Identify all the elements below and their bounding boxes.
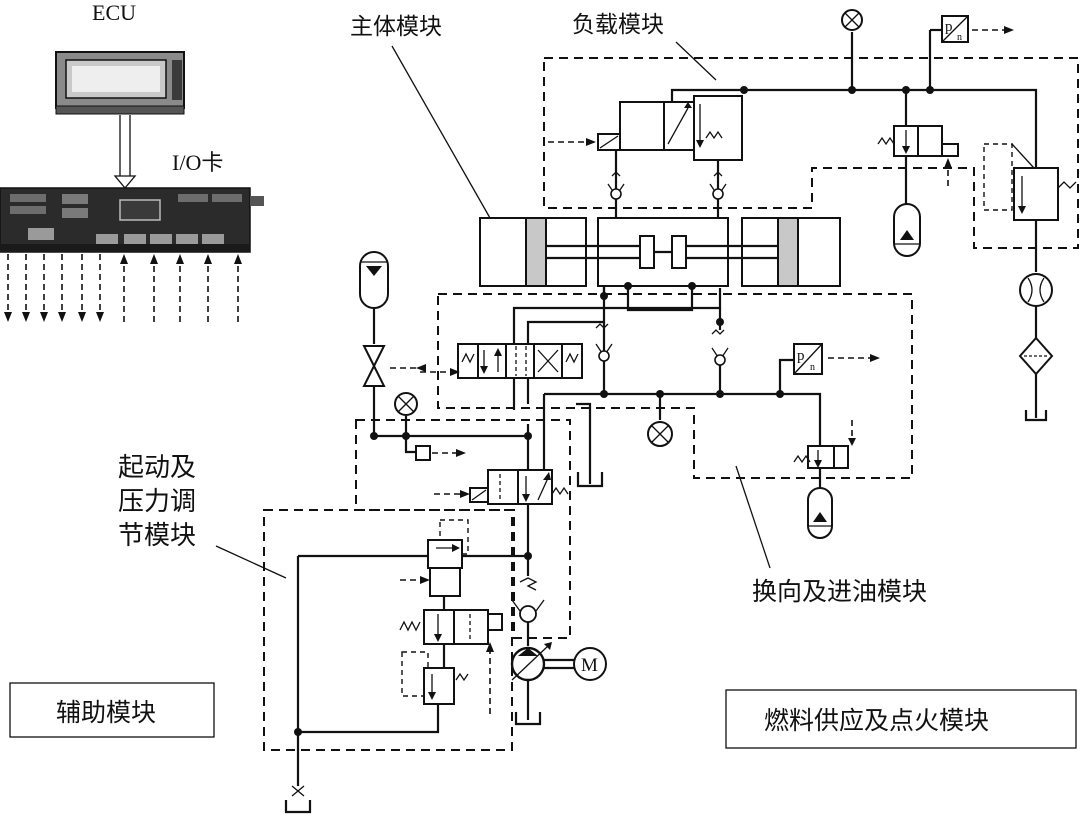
motor-label: M: [581, 655, 598, 676]
reversing-lines: [512, 282, 822, 484]
start-stop-valve: [362, 345, 426, 436]
load-module-leader: [675, 41, 717, 81]
aux-module-label: 辅助模块: [56, 698, 156, 727]
reversing-check-valves: [595, 323, 729, 366]
load-proportional-valve: [983, 143, 1077, 272]
load-flow-meter: [1019, 273, 1053, 338]
reversing-valve: [457, 343, 583, 379]
load-pressure-sensor: p n: [928, 15, 1014, 90]
start-lines: [370, 416, 532, 576]
load-sensor-n: n: [957, 32, 962, 43]
aux-directional-valve: [399, 609, 503, 714]
reversing-sensor-p: p: [797, 348, 805, 364]
main-cylinder-assembly: [479, 217, 841, 287]
main-module-leader: [391, 45, 491, 219]
load-accumulator: [893, 203, 921, 257]
reversing-module-leader: [735, 465, 771, 569]
start-pressure-leader: [215, 545, 287, 579]
pump-motor: M: [573, 647, 607, 681]
start-accumulator: [359, 251, 389, 344]
reversing-module-label: 换向及进油模块: [752, 577, 927, 606]
start-pressure-label-1: 起动及: [118, 453, 196, 483]
ecu-io-arrow: [113, 115, 137, 190]
load-check-valves: [607, 171, 727, 200]
load-filter: [1018, 336, 1054, 422]
reversing-module-boundary: [437, 293, 913, 479]
load-relief-valve: [877, 90, 959, 204]
fuel-module-box: [725, 689, 1077, 749]
fuel-solenoid-valve: [793, 420, 856, 488]
aux-relief-valve: [400, 519, 469, 597]
reversing-drain-tank: [576, 472, 604, 488]
load-valve: [597, 95, 743, 161]
start-directional-valve: [434, 469, 569, 505]
ecu-computer: [55, 51, 185, 115]
hydraulic-pump: [510, 642, 574, 726]
ecu-label: ECU: [92, 0, 136, 25]
start-pressure-gauge: [394, 392, 418, 416]
io-input-signals: [120, 254, 242, 322]
aux-module-boundary: [263, 509, 513, 751]
start-small-sensor: [415, 445, 466, 461]
reversing-pressure-gauge: [647, 394, 673, 447]
aux-throttle-valve: [401, 651, 469, 705]
load-sensor-p: p: [945, 19, 953, 35]
fuel-accumulator: [807, 487, 833, 539]
fuel-module-label: 燃料供应及点火模块: [764, 706, 989, 735]
reversing-pressure-sensor: p n: [793, 343, 880, 375]
reversing-sensor-n: n: [810, 362, 815, 373]
load-module-label: 负载模块: [572, 12, 664, 38]
load-pressure-gauge-top: [841, 9, 863, 90]
aux-lines: [294, 552, 532, 786]
load-module-boundary: [543, 57, 1079, 249]
main-module-label: 主体模块: [350, 14, 442, 40]
io-card: [0, 187, 264, 253]
io-card-label: I/O卡: [172, 150, 223, 175]
pump-check-valve: [511, 577, 545, 646]
aux-module-box: [9, 682, 215, 738]
io-output-signals: [4, 254, 104, 322]
aux-suction-tank: [284, 785, 312, 814]
start-pressure-label-3: 节模块: [118, 521, 196, 551]
start-pressure-label-2: 压力调: [118, 487, 196, 517]
